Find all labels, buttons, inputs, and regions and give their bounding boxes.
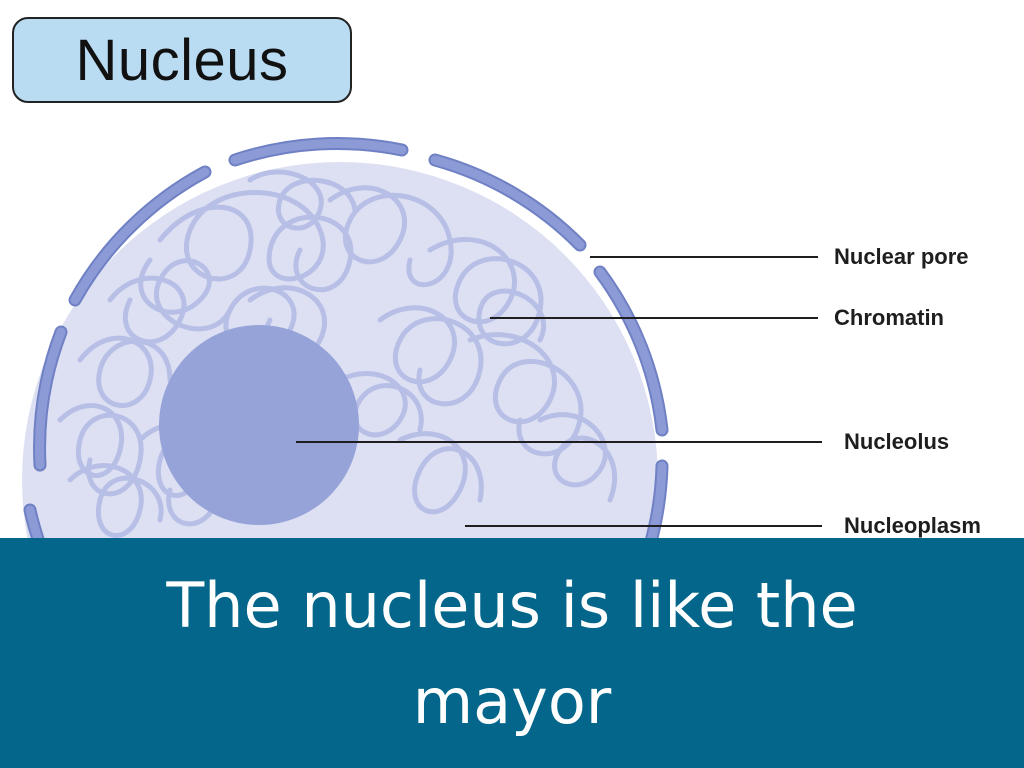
- page-title: Nucleus: [75, 27, 289, 93]
- leader-lines: [296, 256, 822, 527]
- label-nuclear-pore: Nuclear pore: [834, 244, 969, 269]
- caption-band: The nucleus is like the mayor: [0, 538, 1024, 768]
- nucleolus-body: [159, 325, 359, 525]
- chromatin-fibers: [57, 169, 618, 538]
- label-nucleoplasm: Nucleoplasm: [844, 513, 981, 538]
- label-nucleolus: Nucleolus: [844, 429, 950, 454]
- caption-text: The nucleus is like the mayor: [166, 569, 858, 738]
- title-box: Nucleus: [12, 17, 352, 103]
- label-chromatin: Chromatin: [834, 305, 944, 330]
